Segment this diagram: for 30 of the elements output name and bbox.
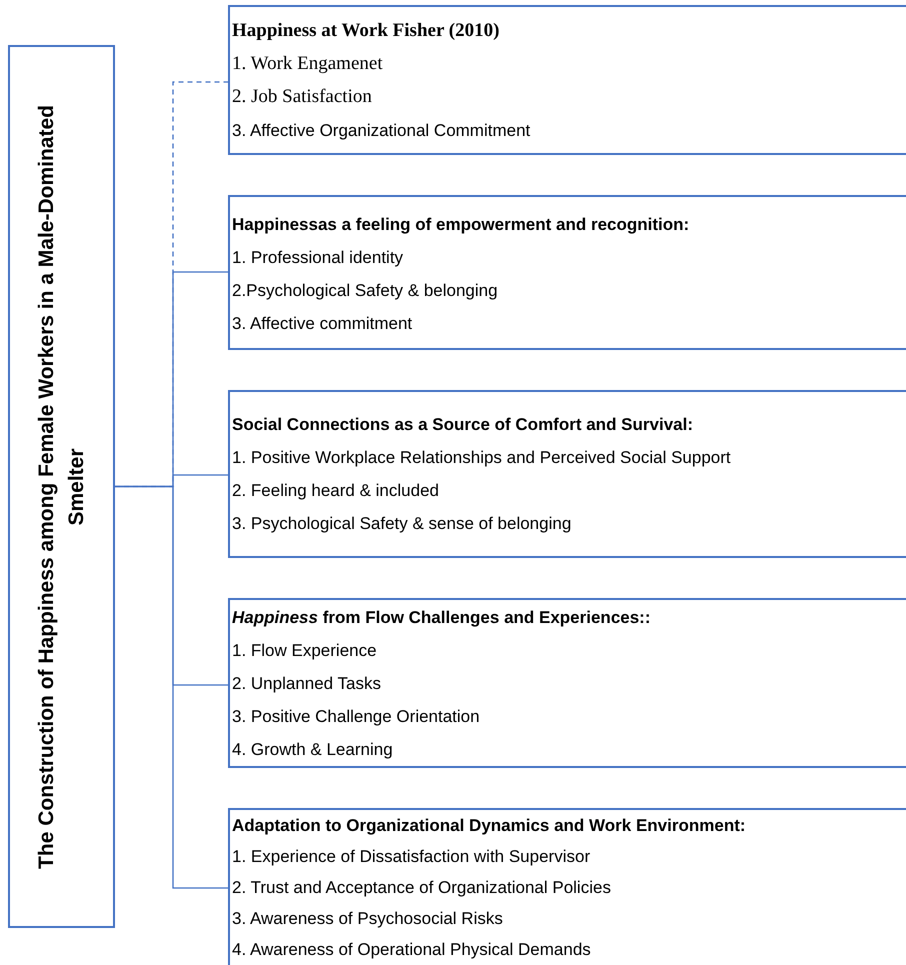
list-item: 1. Work Engamenet (232, 52, 383, 76)
list-item: 2. Feeling heard & included (232, 480, 439, 502)
category-box (228, 195, 906, 350)
connector-line (115, 486, 228, 889)
list-item: 1. Professional identity (232, 246, 404, 269)
list-item: 3. Psychological Safety & sense of belonging (232, 512, 572, 535)
list-item: 1. Flow Experience (232, 640, 377, 662)
list-item: 2. Unplanned Tasks (232, 672, 382, 695)
list-item: 2. Job Satisfaction (232, 85, 372, 110)
category-box (228, 390, 906, 558)
list-item: 1. Positive Workplace Relationships and Perceived Social Support (232, 446, 731, 469)
box-heading: Adaptation to Organizational Dynamics and Work Environment: (232, 814, 746, 837)
list-item: 4. Growth & Learning (232, 738, 393, 761)
list-item: 2.Psychological Safety & belonging (232, 280, 498, 302)
category-box (228, 5, 906, 155)
box-heading: Happiness at Work Fisher (2010) (232, 19, 500, 44)
category-box (228, 808, 906, 965)
list-item: 3. Affective commitment (232, 312, 412, 335)
list-item: 3. Positive Challenge Orientation (232, 706, 480, 728)
list-item: 1. Experience of Dissatisfaction with Supervisor (232, 846, 590, 868)
list-item: 4. Awareness of Operational Physical Demands (232, 938, 591, 961)
vertical-title: The Construction of Happiness among Female Workers in a Male-Dominated Smelter (34, 104, 88, 871)
box-heading: Happiness from Flow Challenges and Experiences:: (232, 606, 651, 629)
box-heading: Social Connections as a Source of Comfort and Survival: (232, 414, 693, 436)
list-item: 3. Awareness of Psychosocial Risks (232, 908, 503, 930)
list-item: 3. Affective Organizational Commitment (232, 120, 530, 142)
list-item: 2. Trust and Acceptance of Organizational Policies (232, 876, 611, 899)
title-box (8, 45, 115, 928)
category-box (228, 598, 906, 768)
box-heading: Happinessas a feeling of empowerment and recognition: (232, 214, 690, 236)
